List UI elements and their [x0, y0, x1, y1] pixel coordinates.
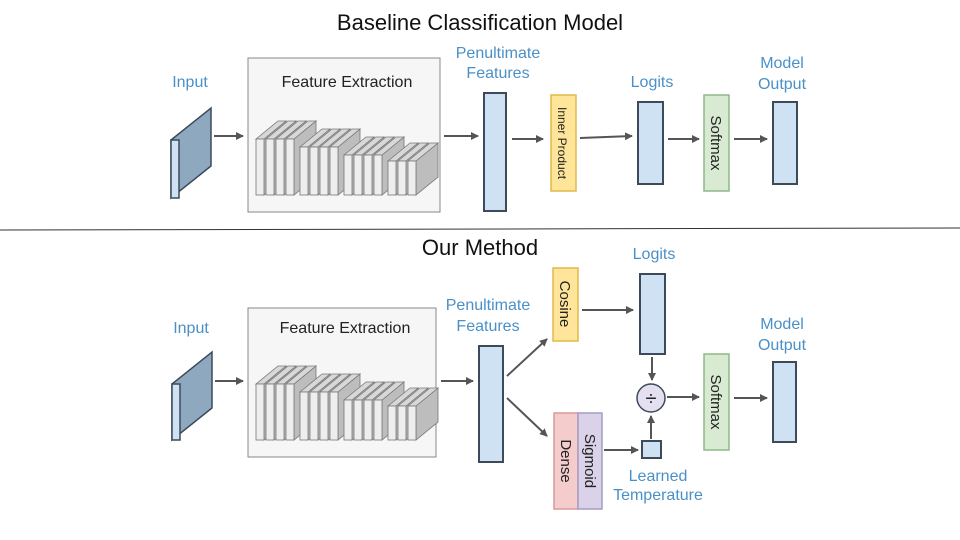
baseline-inner-product-label: Inner Product: [555, 107, 569, 180]
baseline-output-block: [772, 101, 798, 185]
ours-sigmoid-label: Sigmoid: [581, 434, 598, 488]
ours-divide-node: [636, 383, 666, 413]
ours-softmax-label: Softmax: [707, 374, 724, 430]
ours-cosine-label: Cosine: [556, 281, 573, 328]
baseline-input-block: [170, 106, 212, 200]
ours-sigmoid-box: [577, 412, 603, 510]
ours-arrow-penultimate-dense: [506, 397, 548, 437]
baseline-conv-layer-slab-front: [285, 138, 295, 196]
ours-learned-temp-label-line2: Temperature: [613, 487, 703, 504]
baseline-conv-layer-slab-front: [387, 160, 397, 196]
ours-conv-layer-slab-front: [265, 383, 275, 441]
ours-output-block: [772, 361, 797, 443]
ours-feature-extraction-box: Feature Extraction: [247, 307, 440, 458]
ours-conv-layer-slab-front: [255, 383, 265, 441]
baseline-conv-layer-slab-front: [265, 138, 275, 196]
ours-penultimate-label-line1: Penultimate: [446, 297, 531, 314]
baseline-conv-layer-slab-front: [299, 146, 309, 196]
baseline-penultimate-label-line2: Features: [466, 65, 529, 82]
our-method-title: Our Method: [422, 235, 538, 260]
ours-conv-layer-slab-front: [407, 405, 417, 441]
ours-conv-layer-slab-front: [309, 391, 319, 441]
ours-penultimate-block: [478, 345, 504, 463]
ours-conv-layer-slab-front: [319, 391, 329, 441]
ours-logits-block: [639, 273, 666, 355]
baseline-conv-layer-slab-front: [319, 146, 329, 196]
baseline-input-label: Input: [172, 74, 208, 91]
baseline-conv-layer-slab-front: [407, 160, 417, 196]
our-method-section: Our Method Input Feature Extraction Penu…: [171, 235, 807, 510]
baseline-section: Baseline Classification Model Input Feat…: [170, 10, 807, 213]
baseline-conv-layers: [254, 120, 440, 196]
ours-output-label-line1: Model: [760, 316, 804, 333]
baseline-conv-layer-slab-front: [363, 154, 373, 196]
ours-arrow-penultimate-cosine: [506, 338, 548, 377]
baseline-logits-label: Logits: [631, 74, 674, 91]
ours-conv-layers: [254, 365, 440, 441]
baseline-conv-layer-slab-front: [275, 138, 285, 196]
baseline-feature-extraction-box: Feature Extraction: [247, 57, 441, 213]
baseline-inner-product-box: [550, 94, 577, 192]
ours-output-label-line2: Output: [758, 337, 807, 354]
ours-feature-extraction-label: Feature Extraction: [280, 320, 411, 337]
baseline-conv-layer-slab-front: [309, 146, 319, 196]
ours-penultimate-label-line2: Features: [456, 318, 519, 335]
ours-input-label: Input: [173, 320, 209, 337]
baseline-title: Baseline Classification Model: [337, 10, 623, 35]
baseline-arrow-innerproduct-logits: [579, 132, 633, 141]
baseline-conv-layer-slab-front: [397, 160, 407, 196]
baseline-logits-block: [637, 101, 664, 185]
divide-icon: ÷: [646, 388, 657, 410]
baseline-softmax-label: Softmax: [707, 115, 724, 171]
ours-dense-label: Dense: [557, 439, 574, 482]
ours-conv-layer-slab-front: [275, 383, 285, 441]
baseline-softmax-box: [703, 94, 730, 192]
baseline-conv-layer-slab-front: [373, 154, 383, 196]
ours-conv-layer-slab-front: [329, 391, 339, 441]
ours-conv-layer-slab-front: [343, 399, 353, 441]
baseline-conv-layer-slab-front: [255, 138, 265, 196]
baseline-output-label-line1: Model: [760, 55, 804, 72]
ours-cosine-box: [552, 267, 579, 342]
baseline-output-label-line2: Output: [758, 76, 807, 93]
ours-temperature-block: [641, 440, 662, 459]
ours-conv-layer-slab-front: [387, 405, 397, 441]
baseline-penultimate-block: [483, 92, 507, 212]
ours-learned-temp-label-line1: Learned: [629, 468, 688, 485]
ours-softmax-box: [703, 353, 730, 451]
section-divider: [0, 227, 960, 231]
baseline-conv-layer-slab-front: [329, 146, 339, 196]
ours-conv-layer-slab-front: [285, 383, 295, 441]
ours-conv-layer-slab-front: [373, 399, 383, 441]
ours-conv-layer-slab-front: [363, 399, 373, 441]
baseline-feature-extraction-label: Feature Extraction: [282, 74, 413, 91]
ours-logits-label: Logits: [633, 246, 676, 263]
baseline-conv-layer-slab-front: [353, 154, 363, 196]
ours-conv-layer-slab-front: [299, 391, 309, 441]
baseline-conv-layer-slab-front: [343, 154, 353, 196]
ours-input-block: [171, 350, 213, 442]
baseline-penultimate-label-line1: Penultimate: [456, 45, 541, 62]
ours-conv-layer-slab-front: [353, 399, 363, 441]
ours-conv-layer-slab-front: [397, 405, 407, 441]
